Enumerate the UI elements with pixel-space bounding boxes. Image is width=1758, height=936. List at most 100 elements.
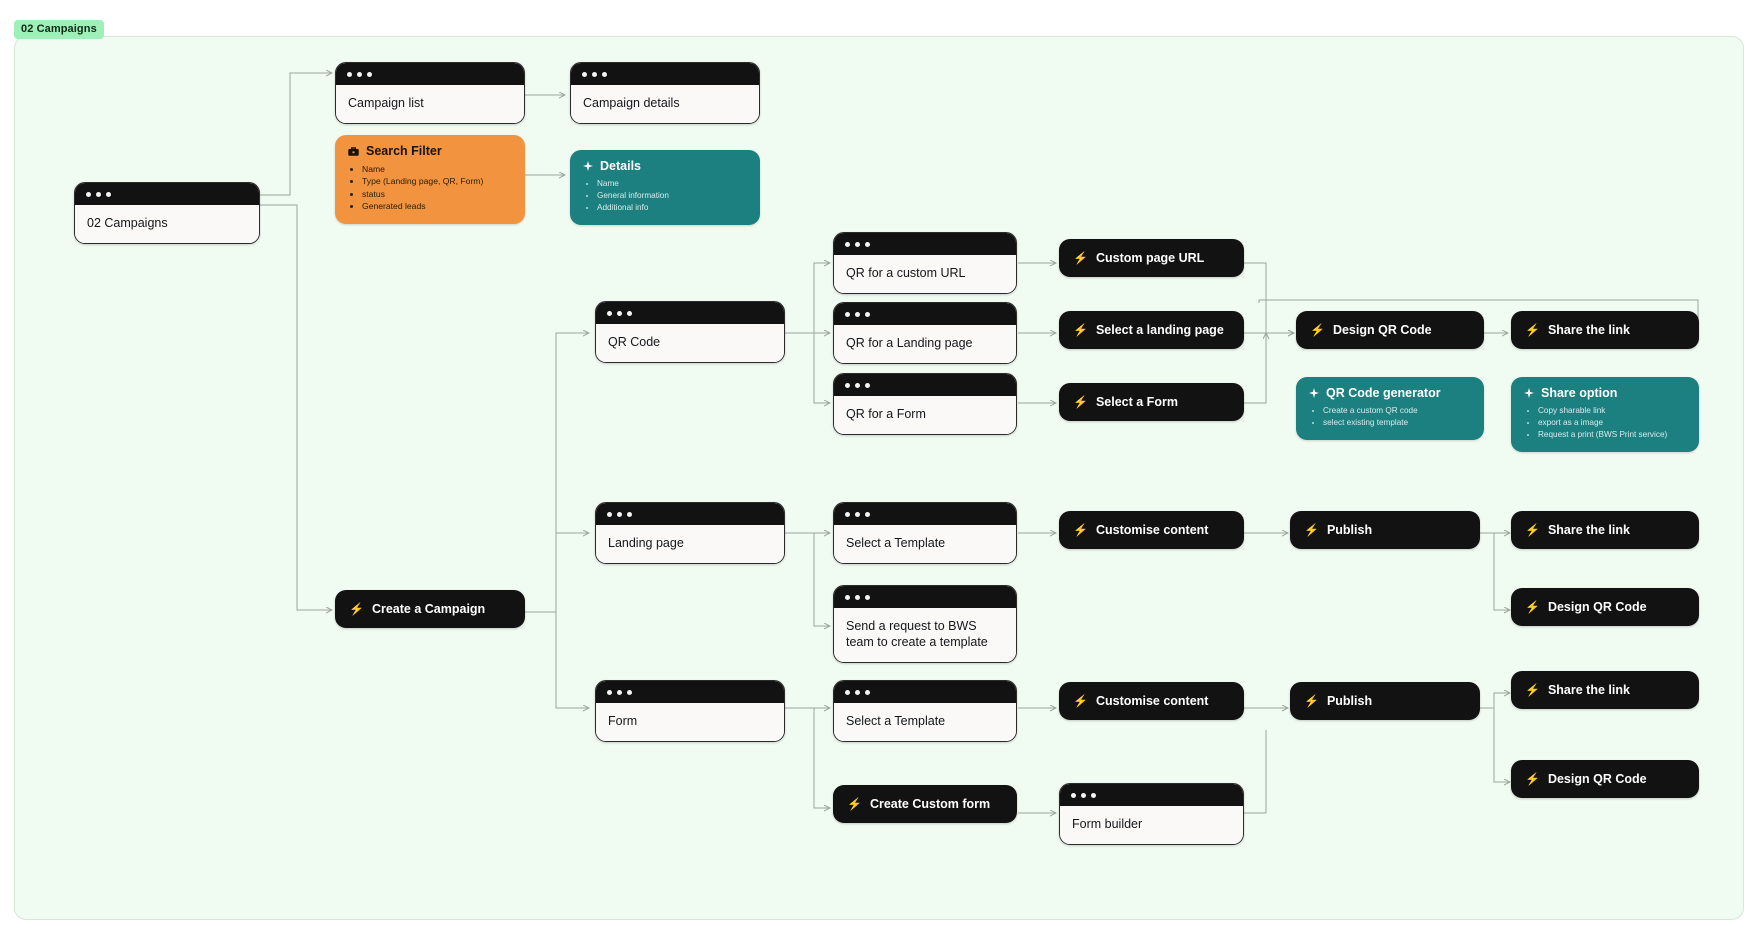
node-form[interactable]: Form bbox=[595, 680, 785, 742]
node-select-a-landing-page[interactable]: ⚡ Select a landing page bbox=[1059, 311, 1244, 349]
node-customise-content-2[interactable]: ⚡ Customise content bbox=[1059, 682, 1244, 720]
window-dot-icon bbox=[845, 689, 850, 695]
node-form-builder[interactable]: Form builder bbox=[1059, 783, 1244, 845]
window-titlebar bbox=[834, 503, 1016, 525]
window-dot-icon bbox=[617, 689, 622, 695]
window-dot-icon bbox=[1081, 792, 1086, 798]
list-item: Create a custom QR code bbox=[1323, 405, 1472, 417]
list-item: status bbox=[362, 188, 513, 200]
window-dot-icon bbox=[367, 71, 372, 77]
window-titlebar bbox=[1060, 784, 1243, 806]
window-titlebar bbox=[834, 303, 1016, 325]
node-select-a-form[interactable]: ⚡ Select a Form bbox=[1059, 383, 1244, 421]
node-title: Share the link bbox=[1547, 323, 1630, 337]
list-item: Copy sharable link bbox=[1538, 405, 1687, 417]
window-dot-icon bbox=[845, 311, 850, 317]
node-create-custom-form[interactable]: ⚡ Create Custom form bbox=[833, 785, 1017, 823]
node-title: Design QR Code bbox=[1547, 600, 1647, 614]
window-titlebar bbox=[596, 681, 784, 703]
window-titlebar bbox=[834, 233, 1016, 255]
node-details[interactable]: Details Name General information Additio… bbox=[570, 150, 760, 225]
window-dot-icon bbox=[865, 241, 870, 247]
bolt-icon: ⚡ bbox=[1073, 251, 1088, 265]
node-select-a-template-2[interactable]: Select a Template bbox=[833, 680, 1017, 742]
toolbox-icon bbox=[347, 145, 360, 158]
bolt-icon: ⚡ bbox=[1073, 523, 1088, 537]
node-qr-for-form[interactable]: QR for a Form bbox=[833, 373, 1017, 435]
node-title: Create a Campaign bbox=[371, 602, 486, 616]
window-dot-icon bbox=[627, 689, 632, 695]
window-dot-icon bbox=[855, 311, 860, 317]
list-item: General information bbox=[597, 190, 748, 202]
node-share-the-link-2[interactable]: ⚡ Share the link bbox=[1511, 511, 1699, 549]
node-landing-page[interactable]: Landing page bbox=[595, 502, 785, 564]
list-item: Additional info bbox=[597, 202, 748, 214]
node-campaign-details[interactable]: Campaign details bbox=[570, 62, 760, 124]
node-title: Form bbox=[596, 703, 784, 741]
window-dot-icon bbox=[865, 511, 870, 517]
bolt-icon: ⚡ bbox=[1304, 523, 1319, 537]
node-search-filter[interactable]: Search Filter Name Type (Landing page, Q… bbox=[335, 135, 525, 224]
bolt-icon: ⚡ bbox=[1073, 323, 1088, 337]
node-title: QR for a Landing page bbox=[834, 325, 1016, 363]
node-title: Send a request to BWS team to create a t… bbox=[834, 608, 1016, 662]
list-item: Type (Landing page, QR, Form) bbox=[362, 175, 513, 187]
node-title: Publish bbox=[1326, 523, 1373, 537]
node-title: Campaign details bbox=[571, 85, 759, 123]
node-design-qr-code-2[interactable]: ⚡ Design QR Code bbox=[1511, 588, 1699, 626]
node-qr-for-landing-page[interactable]: QR for a Landing page bbox=[833, 302, 1017, 364]
node-title: Customise content bbox=[1095, 694, 1209, 708]
window-dot-icon bbox=[1091, 792, 1096, 798]
node-customise-content-1[interactable]: ⚡ Customise content bbox=[1059, 511, 1244, 549]
node-qr-code-generator[interactable]: QR Code generator Create a custom QR cod… bbox=[1296, 377, 1484, 440]
list-item: Name bbox=[597, 178, 748, 190]
sparkle-icon bbox=[582, 160, 594, 172]
node-share-the-link-1[interactable]: ⚡ Share the link bbox=[1511, 311, 1699, 349]
window-dot-icon bbox=[845, 511, 850, 517]
node-publish-2[interactable]: ⚡ Publish bbox=[1290, 682, 1480, 720]
node-share-option[interactable]: Share option Copy sharable link export a… bbox=[1511, 377, 1699, 452]
window-dot-icon bbox=[582, 71, 587, 77]
bolt-icon: ⚡ bbox=[1304, 694, 1319, 708]
node-design-qr-code-1[interactable]: ⚡ Design QR Code bbox=[1296, 311, 1484, 349]
note-header: Search Filter bbox=[347, 144, 513, 158]
node-title: Publish bbox=[1326, 694, 1373, 708]
node-create-a-campaign[interactable]: ⚡ Create a Campaign bbox=[335, 590, 525, 628]
window-dot-icon bbox=[617, 511, 622, 517]
node-campaign-list[interactable]: Campaign list bbox=[335, 62, 525, 124]
node-custom-page-url[interactable]: ⚡ Custom page URL bbox=[1059, 239, 1244, 277]
node-title: Form builder bbox=[1060, 806, 1243, 844]
bolt-icon: ⚡ bbox=[1525, 323, 1540, 337]
window-dot-icon bbox=[86, 191, 91, 197]
note-list: Name General information Additional info bbox=[582, 178, 748, 214]
bolt-icon: ⚡ bbox=[1310, 323, 1325, 337]
note-header: Details bbox=[582, 159, 748, 173]
bolt-icon: ⚡ bbox=[349, 602, 364, 616]
window-dot-icon bbox=[347, 71, 352, 77]
node-title: Share the link bbox=[1547, 523, 1630, 537]
node-qr-for-custom-url[interactable]: QR for a custom URL bbox=[833, 232, 1017, 294]
window-titlebar bbox=[75, 183, 259, 205]
node-share-the-link-3[interactable]: ⚡ Share the link bbox=[1511, 671, 1699, 709]
window-dot-icon bbox=[865, 382, 870, 388]
node-root[interactable]: 02 Campaigns bbox=[74, 182, 260, 244]
node-publish-1[interactable]: ⚡ Publish bbox=[1290, 511, 1480, 549]
node-title: Custom page URL bbox=[1095, 251, 1205, 265]
node-title: Select a Template bbox=[834, 703, 1016, 741]
node-design-qr-code-3[interactable]: ⚡ Design QR Code bbox=[1511, 760, 1699, 798]
window-dot-icon bbox=[607, 310, 612, 316]
window-dot-icon bbox=[865, 311, 870, 317]
sparkle-icon bbox=[1523, 387, 1535, 399]
sparkle-icon bbox=[1308, 387, 1320, 399]
node-title: Select a Form bbox=[1095, 395, 1178, 409]
node-bws-template-request[interactable]: Send a request to BWS team to create a t… bbox=[833, 585, 1017, 663]
node-title: QR for a custom URL bbox=[834, 255, 1016, 293]
note-header: Share option bbox=[1523, 386, 1687, 400]
window-dot-icon bbox=[106, 191, 111, 197]
window-dot-icon bbox=[357, 71, 362, 77]
note-list: Copy sharable link export as a image Req… bbox=[1523, 405, 1687, 441]
node-title: Create Custom form bbox=[869, 797, 991, 811]
bolt-icon: ⚡ bbox=[1073, 694, 1088, 708]
node-qr-code[interactable]: QR Code bbox=[595, 301, 785, 363]
node-select-a-template-1[interactable]: Select a Template bbox=[833, 502, 1017, 564]
